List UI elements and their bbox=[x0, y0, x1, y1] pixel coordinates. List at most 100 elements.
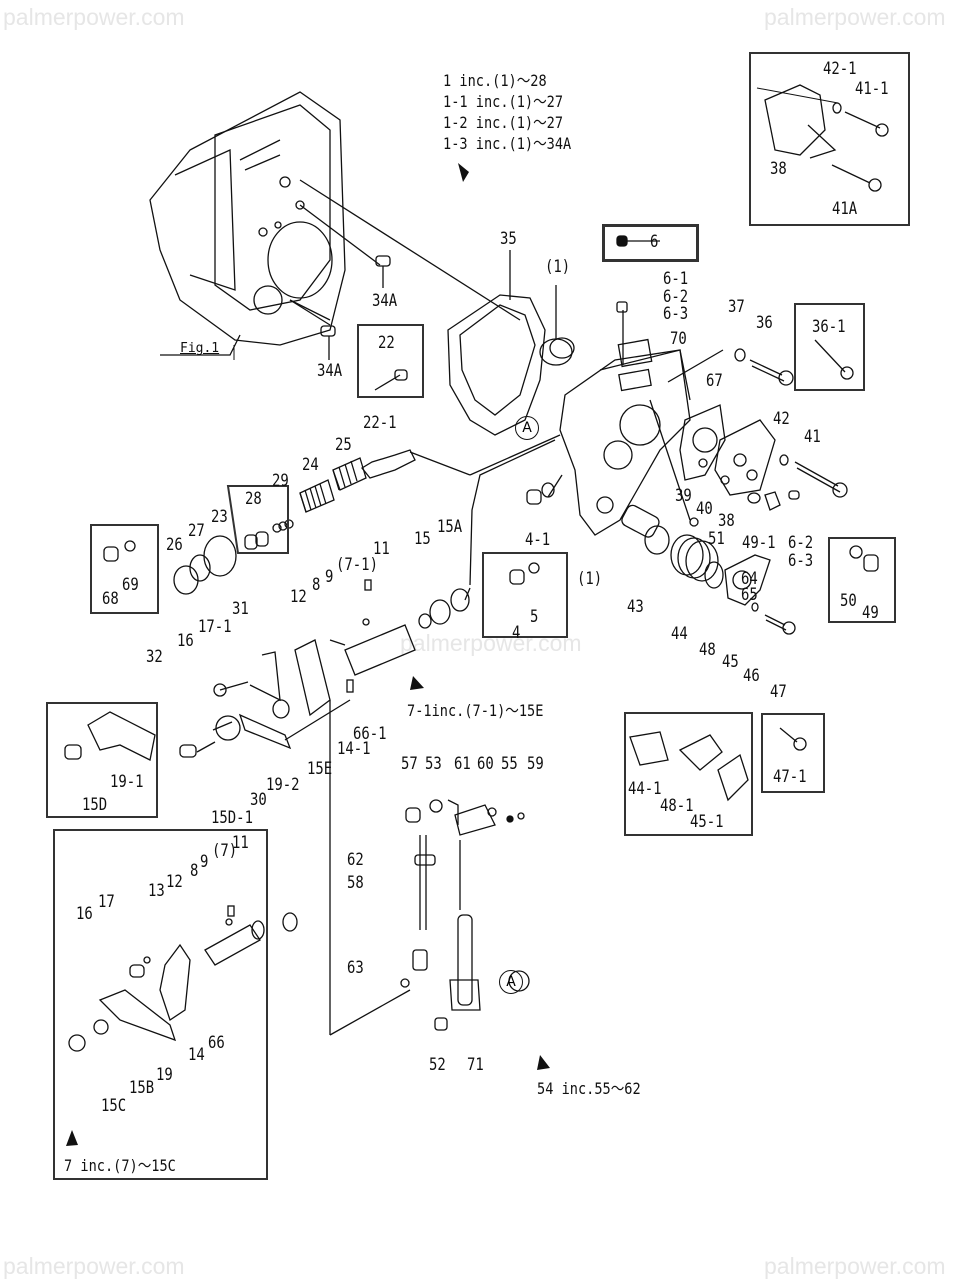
detail-box-4-5 bbox=[482, 552, 568, 638]
part-label: 43 bbox=[627, 597, 644, 617]
part-label: 15A bbox=[437, 517, 463, 537]
part-label: 11 bbox=[373, 539, 390, 559]
part-label: 27 bbox=[188, 521, 205, 541]
part-label: 30 bbox=[250, 790, 267, 810]
part-label: 6 bbox=[650, 232, 659, 252]
part-label: 19 bbox=[156, 1065, 173, 1085]
part-label: 48-1 bbox=[660, 796, 694, 816]
part-label: 55 bbox=[501, 754, 518, 774]
part-label: 15C bbox=[101, 1096, 127, 1116]
part-label: 41-1 bbox=[855, 79, 889, 99]
part-label: 17 bbox=[98, 892, 115, 912]
part-label: 6-3 bbox=[788, 551, 814, 571]
part-label: (7) bbox=[212, 841, 238, 861]
part-label: 49 bbox=[862, 603, 879, 623]
part-label: 14 bbox=[188, 1045, 205, 1065]
part-label: 61 bbox=[454, 754, 471, 774]
part-label: 62 bbox=[347, 850, 364, 870]
part-label: 4-1 bbox=[525, 530, 551, 550]
part-label: 41A bbox=[832, 199, 858, 219]
part-label: 11 bbox=[232, 833, 249, 853]
watermark-top-left: palmerpower.com bbox=[3, 4, 185, 30]
part-label: 12 bbox=[290, 587, 307, 607]
part-label: 29 bbox=[272, 471, 289, 491]
part-label: 26 bbox=[166, 535, 183, 555]
note-assembly-54: 54 inc.55～62 bbox=[537, 1079, 641, 1098]
part-label: 23 bbox=[211, 507, 228, 527]
assembly-pointer-triangle bbox=[458, 163, 469, 182]
part-label: 31 bbox=[232, 599, 249, 619]
part-label: 19-1 bbox=[110, 772, 144, 792]
watermark-top-right: palmerpower.com bbox=[764, 4, 946, 30]
part-label: 32 bbox=[146, 647, 163, 667]
part-label: 45 bbox=[722, 652, 739, 672]
part-label: 15D-1 bbox=[211, 808, 253, 828]
transmission-case-drawing bbox=[149, 91, 346, 346]
note-assembly-main-2: 1-1 inc.(1)～27 bbox=[443, 92, 564, 111]
part-label: 28 bbox=[245, 489, 262, 509]
part-label: 9 bbox=[325, 567, 334, 587]
watermark-bottom-right: palmerpower.com bbox=[764, 1253, 946, 1279]
part-label: 66-1 bbox=[353, 724, 387, 744]
detail-box-68-69 bbox=[90, 524, 159, 614]
part-label: 52 bbox=[429, 1055, 446, 1075]
part-label: 41 bbox=[804, 427, 821, 447]
part-label: 38 bbox=[718, 511, 735, 531]
part-label: 42-1 bbox=[823, 59, 857, 79]
part-label: 65 bbox=[741, 585, 758, 605]
part-label: 24 bbox=[302, 455, 319, 475]
part-label: 8 bbox=[190, 861, 199, 881]
callout-marker-a-top: A bbox=[515, 416, 539, 440]
part-label: 50 bbox=[840, 591, 857, 611]
part-label: 47 bbox=[770, 682, 787, 702]
part-label: 13 bbox=[148, 881, 165, 901]
detail-box-47-1 bbox=[761, 713, 825, 793]
part-label: 16 bbox=[177, 631, 194, 651]
part-label: 25 bbox=[335, 435, 352, 455]
part-label: 36 bbox=[756, 313, 773, 333]
part-label: 36-1 bbox=[812, 317, 846, 337]
watermark-center: palmerpower.com bbox=[400, 630, 582, 656]
note-assembly-main-1: 1 inc.(1)～28 bbox=[443, 71, 547, 90]
detail-box-22 bbox=[357, 324, 424, 398]
part-label: 45-1 bbox=[690, 812, 724, 832]
part-label: 14-1 bbox=[337, 739, 371, 759]
part-label: 34A bbox=[372, 291, 398, 311]
detail-box-19-1 bbox=[46, 702, 158, 818]
part-label: 53 bbox=[425, 754, 442, 774]
part-label: 71 bbox=[467, 1055, 484, 1075]
part-label: 15D bbox=[82, 795, 108, 815]
part-label: 39 bbox=[675, 486, 692, 506]
detail-box-44-1-45-1 bbox=[624, 712, 753, 836]
part-label: 69 bbox=[122, 575, 139, 595]
note-assembly-main-3: 1-2 inc.(1)～27 bbox=[443, 113, 564, 132]
detail-box-50-49 bbox=[828, 537, 896, 623]
part-label: 70 bbox=[670, 329, 687, 349]
watermark-bottom-left: palmerpower.com bbox=[3, 1253, 185, 1279]
part-label: 49-1 bbox=[742, 533, 776, 553]
part-label: 58 bbox=[347, 873, 364, 893]
part-label: 64 bbox=[741, 569, 758, 589]
part-label: 9 bbox=[200, 852, 209, 872]
part-label: 6-1 bbox=[663, 269, 689, 289]
part-label: (1) bbox=[577, 569, 603, 589]
part-label: 57 bbox=[401, 754, 418, 774]
part-label: 44-1 bbox=[628, 779, 662, 799]
part-label: 63 bbox=[347, 958, 364, 978]
part-label: 60 bbox=[477, 754, 494, 774]
part-label: 37 bbox=[728, 297, 745, 317]
part-label: 22 bbox=[378, 333, 395, 353]
part-label: 17-1 bbox=[198, 617, 232, 637]
leader-line bbox=[299, 204, 381, 266]
part-label: 8 bbox=[312, 575, 321, 595]
part-label: 4 bbox=[512, 623, 521, 643]
note-assembly-7-1: 7-1inc.(7-1)～15E bbox=[407, 701, 544, 720]
part-label: 16 bbox=[76, 904, 93, 924]
part-label: 44 bbox=[671, 624, 688, 644]
part-label: 68 bbox=[102, 589, 119, 609]
detail-box-6 bbox=[603, 225, 698, 261]
part-label: 67 bbox=[706, 371, 723, 391]
part-label: 15E bbox=[307, 759, 333, 779]
note-assembly-7: 7 inc.(7)～15C bbox=[64, 1156, 176, 1175]
detail-box-38-41A bbox=[749, 52, 910, 226]
